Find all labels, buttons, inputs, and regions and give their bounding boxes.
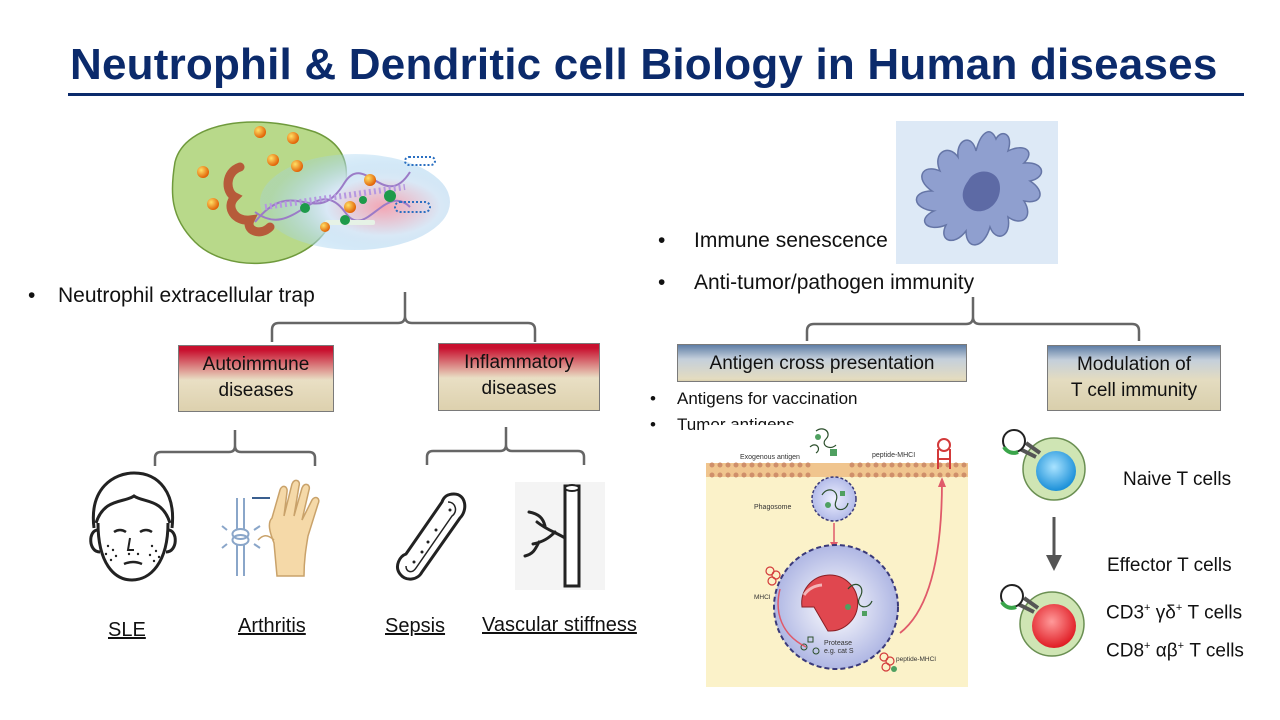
autoimmune-bracket [153,430,317,466]
bone-icon [396,492,467,581]
inflammatory-box: Inflammatory diseases [438,343,600,411]
face-rash-icon [89,471,177,582]
inflammatory-line2: diseases [481,378,557,399]
hand-joint-icon [221,479,320,577]
disease-sle: SLE [108,619,146,641]
disease-vascular-stiffness: Vascular stiffness [482,614,637,636]
mhci-label: MHCI [754,594,771,601]
dendritic-cell-icon [896,121,1058,264]
cross-presentation-diagram: Exogenous antigen peptide-MHCI Phagosome… [706,425,968,687]
immunity-bullet: •Anti-tumor/pathogen immunity [658,271,975,294]
senescence-bullet: •Immune senescence [658,229,888,252]
cross-presentation-box: Antigen cross presentation [677,344,967,382]
cd3-gd-t-cells-label: CD3+ γδ+ T cells [1106,602,1243,624]
cross-presentation-label: Antigen cross presentation [709,353,935,374]
phagosome-label: Phagosome [754,504,791,511]
right-main-bracket [805,297,1141,341]
net-icon [171,121,450,265]
cd8-ab-t-cells-label: CD8+ αβ+ T cells [1106,640,1244,662]
autoimmune-line1: Autoimmune [202,354,310,375]
effector-t-cells-label: Effector T cells [1107,555,1232,576]
title-underline [68,93,1244,96]
effector-t-cell-icon [1000,584,1085,657]
disease-sepsis: Sepsis [385,615,446,637]
protease-label: Protease [824,640,852,647]
effector-arrow [1046,517,1062,571]
net-bullet: •Neutrophil extracellular trap [28,284,315,307]
t-cell-icon [1002,429,1086,501]
vaccination-bullet: •Antigens for vaccination [650,389,858,408]
peptide-mhci-top-label: peptide-MHCI [872,452,915,459]
autoimmune-box: Autoimmune diseases [178,345,334,412]
modulation-line2: T cell immunity [1070,380,1198,401]
inflammatory-line1: Inflammatory [464,352,574,373]
left-main-bracket [270,292,537,342]
inflammatory-bracket [425,427,586,465]
peptide-mhci-bottom-label: peptide-MHCI [896,656,936,663]
naive-t-cells-label: Naive T cells [1123,469,1232,490]
page-title: Neutrophil & Dendritic cell Biology in H… [70,40,1218,89]
modulation-line1: Modulation of [1076,354,1192,375]
disease-arthritis: Arthritis [238,615,306,637]
modulation-box: Modulation of T cell immunity [1047,345,1221,411]
vessel-icon [515,482,605,590]
autoimmune-line2: diseases [218,380,294,401]
exogenous-antigen-label: Exogenous antigen [740,454,800,461]
protease-example-label: e.g. cat S [824,648,854,655]
